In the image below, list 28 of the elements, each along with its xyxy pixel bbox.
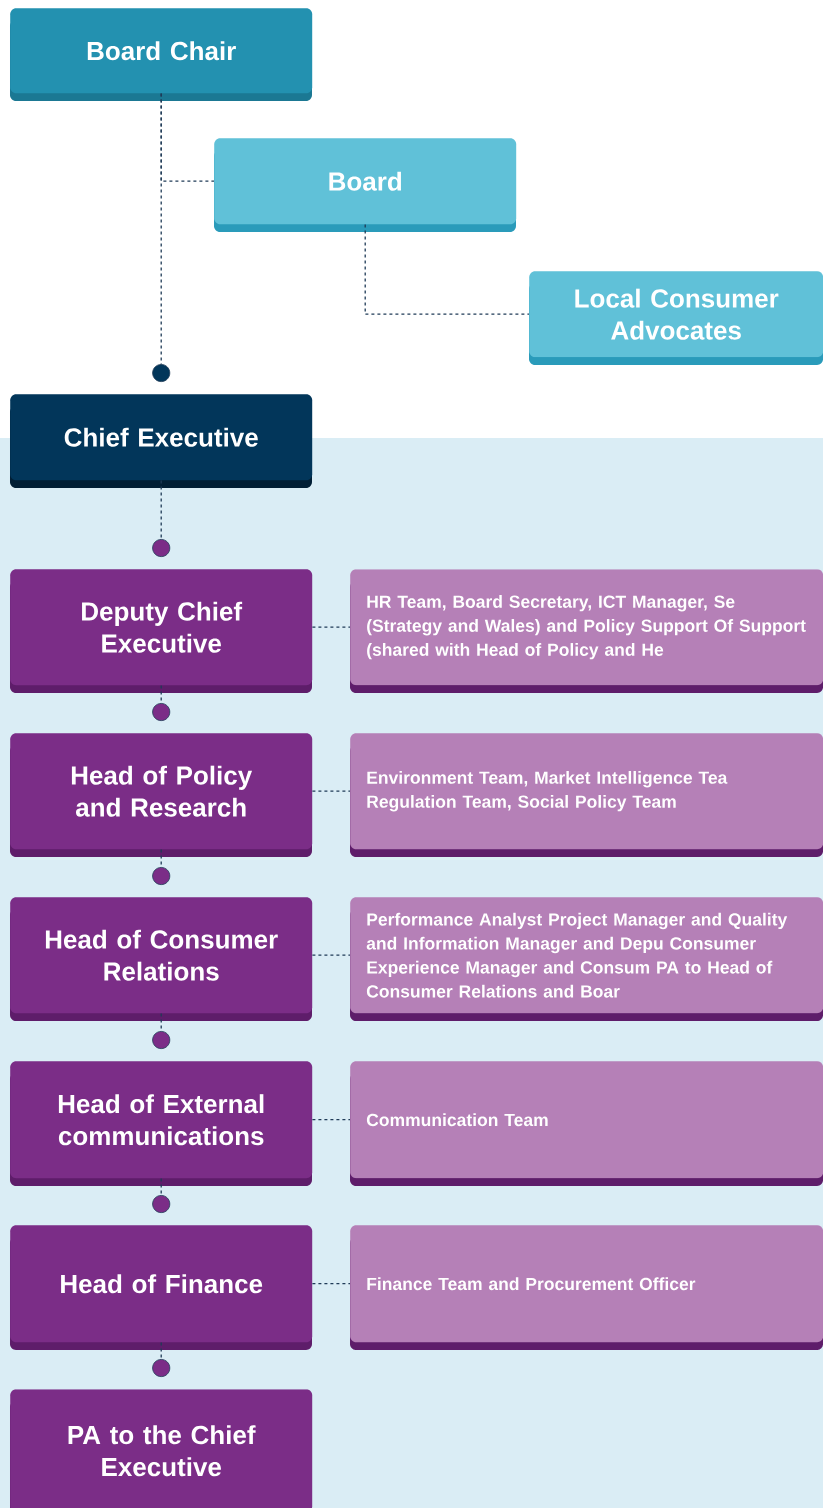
org-box: Board [214,138,517,232]
connector [152,848,171,885]
org-box: Head of External communications [10,1061,313,1186]
connector [152,479,171,557]
connector [152,1341,171,1377]
connector [311,954,351,956]
org-box: Deputy Chief Executive [10,569,313,693]
team-box: HR Team, Board Secretary, ICT Manager, Se (Strategy and Wales) and Policy Support Of Support (shared with Head of Policy and He [350,569,823,693]
connector [311,626,351,628]
team-box: Performance Analyst Project Manager and Quality and Information Manager and Depu Consumer Experience Manager and Consum PA to Head of Consumer Relations and Boar [350,897,823,1021]
connector [311,1119,351,1121]
org-box: Head of Consumer Relations [10,897,313,1021]
connector [311,790,351,792]
connector [152,1177,171,1213]
org-box: Head of Finance [10,1225,313,1350]
team-box: Environment Team, Market Intelligence Tea Regulation Team, Social Policy Team [350,733,823,857]
connector [311,1283,351,1285]
org-box: Local Consumer Advocates [529,271,823,365]
connector [160,92,215,182]
org-box: PA to the Chief Executive [10,1389,313,1508]
connector [152,1012,171,1049]
connector [364,223,530,315]
team-box: Communication Team [350,1061,823,1186]
org-box: Head of Policy and Research [10,733,313,857]
team-box: Finance Team and Procurement Officer [350,1225,823,1350]
org-box: Chief Executive [10,394,313,488]
connector [152,684,171,721]
org-box: Board Chair [10,8,313,101]
